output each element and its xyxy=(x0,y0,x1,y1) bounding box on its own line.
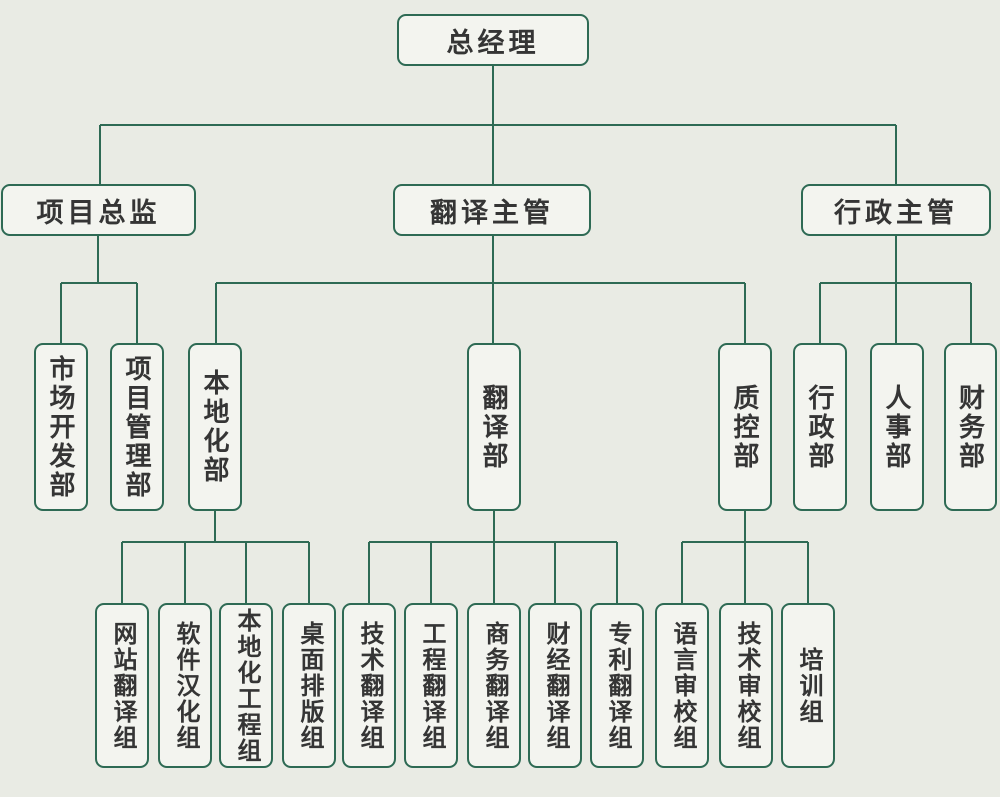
node-localization-dept: 本地化部 xyxy=(188,343,242,511)
node-training-group: 培训组 xyxy=(781,603,835,768)
node-admin-supervisor: 行政主管 xyxy=(801,184,991,236)
node-patent-translation-group: 专利翻译组 xyxy=(590,603,644,768)
node-technical-translation-group: 技术翻译组 xyxy=(342,603,396,768)
node-market-development-dept: 市场开发部 xyxy=(34,343,88,511)
node-hr-dept: 人事部 xyxy=(870,343,924,511)
node-project-director: 项目总监 xyxy=(1,184,196,236)
node-technical-review-group: 技术审校组 xyxy=(719,603,773,768)
node-engineering-translation-group: 工程翻译组 xyxy=(404,603,458,768)
node-software-localization-group: 软件汉化组 xyxy=(158,603,212,768)
node-translation-supervisor: 翻译主管 xyxy=(393,184,591,236)
node-localization-engineering-group: 本地化工程组 xyxy=(219,603,273,768)
node-quality-control-dept: 质控部 xyxy=(718,343,772,511)
node-finance-dept: 财务部 xyxy=(944,343,997,511)
node-administration-dept: 行政部 xyxy=(793,343,847,511)
node-finance-translation-group: 财经翻译组 xyxy=(528,603,582,768)
node-general-manager: 总经理 xyxy=(397,14,589,66)
node-language-review-group: 语言审校组 xyxy=(655,603,709,768)
node-translation-dept: 翻译部 xyxy=(467,343,521,511)
node-project-management-dept: 项目管理部 xyxy=(110,343,164,511)
node-desktop-publishing-group: 桌面排版组 xyxy=(282,603,336,768)
node-website-translation-group: 网站翻译组 xyxy=(95,603,149,768)
node-business-translation-group: 商务翻译组 xyxy=(467,603,521,768)
